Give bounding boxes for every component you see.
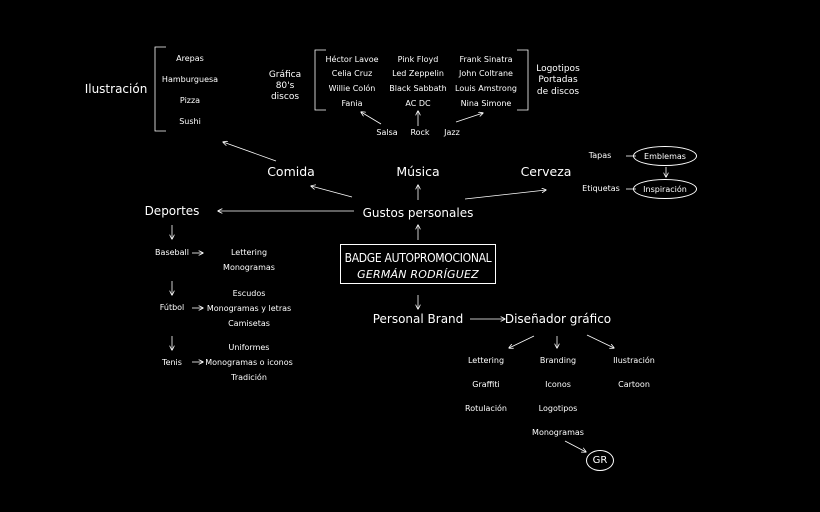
salsa-artist: Héctor Lavoe bbox=[325, 55, 379, 64]
inspiracion-oval: Inspiración bbox=[633, 179, 697, 199]
inspiracion-label: Inspiración bbox=[643, 184, 687, 194]
author-name: GERMÁN RODRÍGUEZ bbox=[357, 268, 479, 281]
tenis-item: Tradición bbox=[231, 373, 267, 382]
gustos-personales-node: Gustos personales bbox=[362, 206, 474, 220]
gr-monogram-oval: GR bbox=[586, 450, 614, 471]
sport-tenis: Tenis bbox=[162, 358, 182, 367]
cerveza-item-etiquetas: Etiquetas bbox=[582, 184, 620, 193]
musica-left-bracket bbox=[314, 49, 326, 111]
rock-artist: Led Zeppelin bbox=[392, 69, 444, 78]
tenis-item: Monogramas o iconos bbox=[205, 358, 293, 367]
musica-right-bracket bbox=[517, 49, 529, 111]
rock-artist: Pink Floyd bbox=[397, 55, 439, 64]
brand-col1-item: Rotulación bbox=[464, 404, 508, 413]
comida-item: Pizza bbox=[179, 96, 201, 105]
badge-title: BADGE AUTOPROMOCIONAL bbox=[344, 251, 492, 265]
genre-rock: Rock bbox=[410, 128, 430, 137]
emblemas-label: Emblemas bbox=[644, 151, 686, 161]
jazz-artist: Frank Sinatra bbox=[459, 55, 513, 64]
disenador-grafico-node: Diseñador gráfico bbox=[504, 312, 612, 326]
baseball-item: Lettering bbox=[230, 248, 268, 257]
futbol-item: Monogramas y letras bbox=[206, 304, 292, 313]
grafica-80s-label: Gráfica 80's discos bbox=[268, 69, 302, 102]
cerveza-item-tapas: Tapas bbox=[588, 151, 612, 160]
musica-node: Música bbox=[396, 163, 440, 179]
emblemas-oval: Emblemas bbox=[633, 146, 697, 166]
futbol-item: Camisetas bbox=[228, 319, 270, 328]
jazz-artist: Louis Amstrong bbox=[455, 84, 517, 93]
salsa-artist: Fania bbox=[341, 99, 363, 108]
brand-col3-item: Cartoon bbox=[618, 380, 650, 389]
ilustracion-label: Ilustración bbox=[84, 82, 148, 96]
ilustracion-bracket bbox=[154, 46, 166, 132]
logotipos-portadas-label: Logotipos Portadas de discos bbox=[536, 64, 580, 97]
rock-artist: AC DC bbox=[405, 99, 431, 108]
brand-col3-item: Ilustración bbox=[613, 356, 655, 365]
sport-baseball: Baseball bbox=[155, 248, 189, 257]
comida-item: Hamburguesa bbox=[161, 75, 219, 84]
cerveza-node: Cerveza bbox=[520, 163, 572, 179]
jazz-artist: Nina Simone bbox=[460, 99, 512, 108]
deportes-node: Deportes bbox=[144, 204, 200, 218]
tenis-item: Uniformes bbox=[228, 343, 270, 352]
comida-item: Sushi bbox=[179, 117, 201, 126]
comida-item: Arepas bbox=[176, 54, 204, 63]
genre-salsa: Salsa bbox=[376, 128, 398, 137]
brand-col1-item: Lettering bbox=[467, 356, 505, 365]
brand-col2-item: Monogramas bbox=[532, 428, 584, 437]
brand-col2-item: Branding bbox=[539, 356, 577, 365]
futbol-item: Escudos bbox=[232, 289, 266, 298]
salsa-artist: Celia Cruz bbox=[331, 69, 373, 78]
rock-artist: Black Sabbath bbox=[389, 84, 447, 93]
personal-brand-node: Personal Brand bbox=[372, 312, 464, 326]
genre-jazz: Jazz bbox=[444, 128, 460, 137]
sport-futbol: Fútbol bbox=[159, 303, 185, 312]
gr-monogram-label: GR bbox=[592, 455, 608, 466]
jazz-artist: John Coltrane bbox=[459, 69, 513, 78]
baseball-item: Monogramas bbox=[223, 263, 275, 272]
brand-col2-item: Logotipos bbox=[538, 404, 578, 413]
brand-col2-item: Iconos bbox=[545, 380, 571, 389]
salsa-artist: Willie Colón bbox=[328, 84, 376, 93]
center-title-box: BADGE AUTOPROMOCIONAL GERMÁN RODRÍGUEZ bbox=[340, 244, 496, 284]
brand-col1-item: Graffiti bbox=[472, 380, 500, 389]
comida-node: Comida bbox=[267, 163, 315, 179]
